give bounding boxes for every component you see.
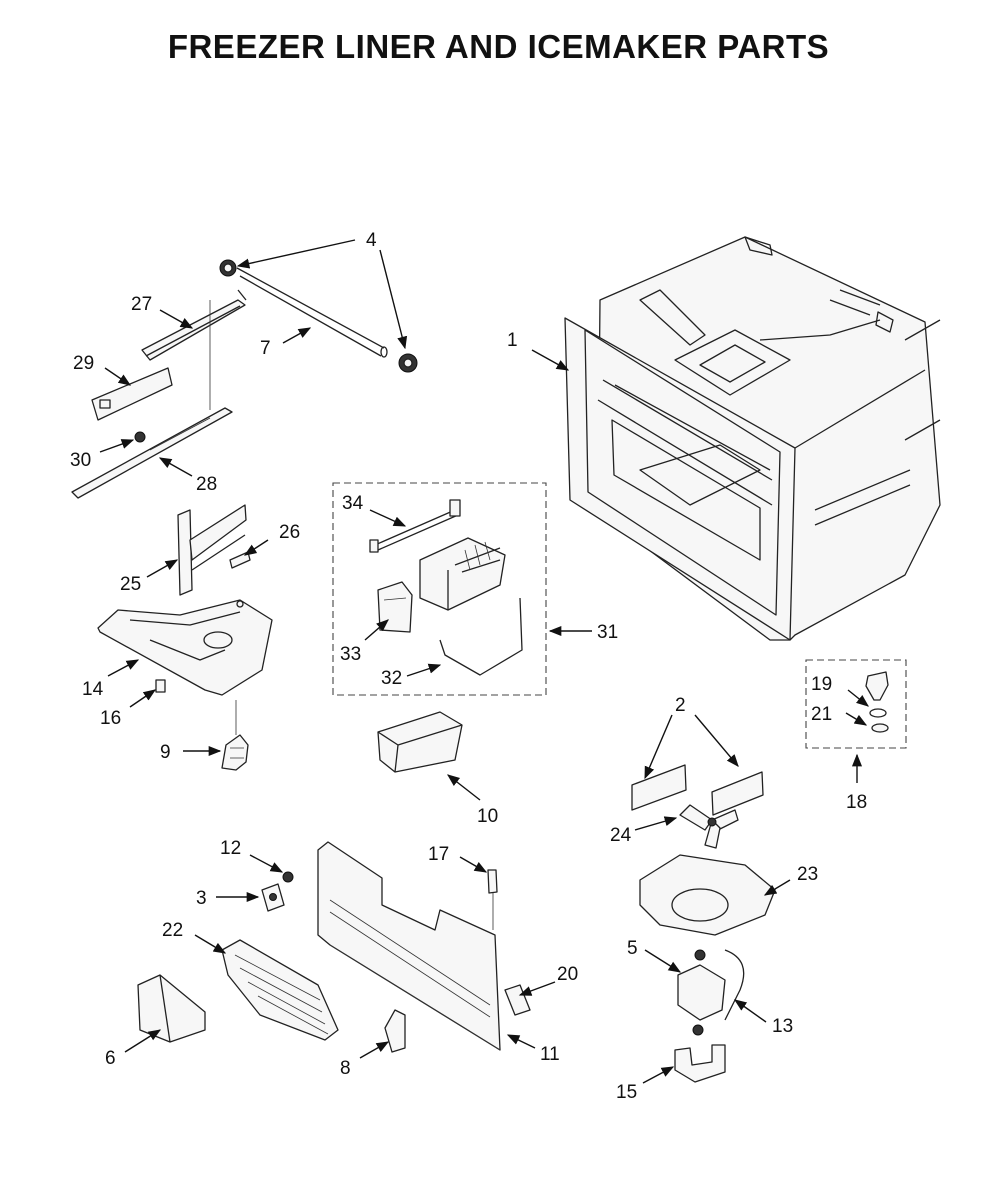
part-12-screw [282,871,294,883]
callout-33: 33 [340,644,361,665]
callout-10: 10 [477,806,498,827]
callout-2: 2 [675,695,686,716]
callout-9: 9 [160,742,171,763]
part-9-bearing [221,700,249,771]
callout-14: 14 [82,679,104,700]
callout-16: 16 [100,708,121,729]
callout-26: 26 [279,522,300,543]
part-19-valve [865,671,889,701]
callout-18: 18 [846,792,867,813]
part-3-fitting [261,883,285,912]
part-7-shaft [236,267,388,358]
part-32-bail-arm [439,597,523,676]
callout-17: 17 [428,844,449,865]
part-21-washer [869,708,889,733]
leader-arrows [99,239,869,1084]
part-2-foam-pads [631,764,764,816]
part-31-icemaker [419,537,506,611]
part-10-tray [377,711,463,773]
callout-31: 31 [597,622,618,643]
part-13-harness [724,949,745,1021]
callout-12: 12 [220,838,241,859]
part-34-wire-harness [369,499,461,553]
callout-34: 34 [342,493,364,514]
part-16-clip [155,679,166,693]
part-5-fan-motor [677,949,726,1021]
callout-13: 13 [772,1016,793,1037]
callout-7: 7 [260,338,271,359]
callout-3: 3 [196,888,207,909]
callout-11: 11 [540,1044,560,1065]
callout-22: 22 [162,920,183,941]
callout-27: 27 [131,294,152,315]
part-4-gears [219,259,418,373]
part-29-bracket [91,367,173,421]
part-20-strip [504,984,531,1016]
part-26-screw [229,551,251,569]
callout-5: 5 [627,938,638,959]
part-30-screw [134,431,146,443]
callout-25: 25 [120,574,141,595]
callout-6: 6 [105,1048,116,1069]
callout-19: 19 [811,674,832,695]
part-24-fan-blade [679,804,739,849]
callout-29: 29 [73,353,94,374]
part-1-freezer-liner [564,236,941,641]
callout-28: 28 [196,474,217,495]
part-28-slide-rail [71,407,233,499]
part-23-fan-shroud [639,854,776,936]
part-27-rail [141,289,247,361]
valve-assembly-group [805,659,907,749]
callout-21: 21 [811,704,832,725]
callout-20: 20 [557,964,578,985]
part-8-damper [384,1009,406,1053]
part-14-housing [97,599,273,696]
callout-1: 1 [507,330,518,351]
callout-23: 23 [797,864,818,885]
callout-30: 30 [70,450,91,471]
part-17-sensor [487,869,498,930]
part-25-bracket [177,504,247,596]
part-15-motor-bracket [674,1024,726,1083]
part-11-panel [317,841,501,1051]
icemaker-assembly-group [332,482,547,696]
diagram-title: FREEZER LINER AND ICEMAKER PARTS [167,28,830,65]
part-6-duct-cover [137,974,206,1043]
part-22-grille [221,939,339,1041]
callout-labels: 1 2 3 4 5 6 7 8 9 10 11 12 13 14 15 16 1… [70,230,867,1103]
callout-4: 4 [366,230,377,251]
callout-32: 32 [381,668,402,689]
callout-24: 24 [610,825,632,846]
callout-8: 8 [340,1058,351,1079]
callout-15: 15 [616,1082,637,1103]
